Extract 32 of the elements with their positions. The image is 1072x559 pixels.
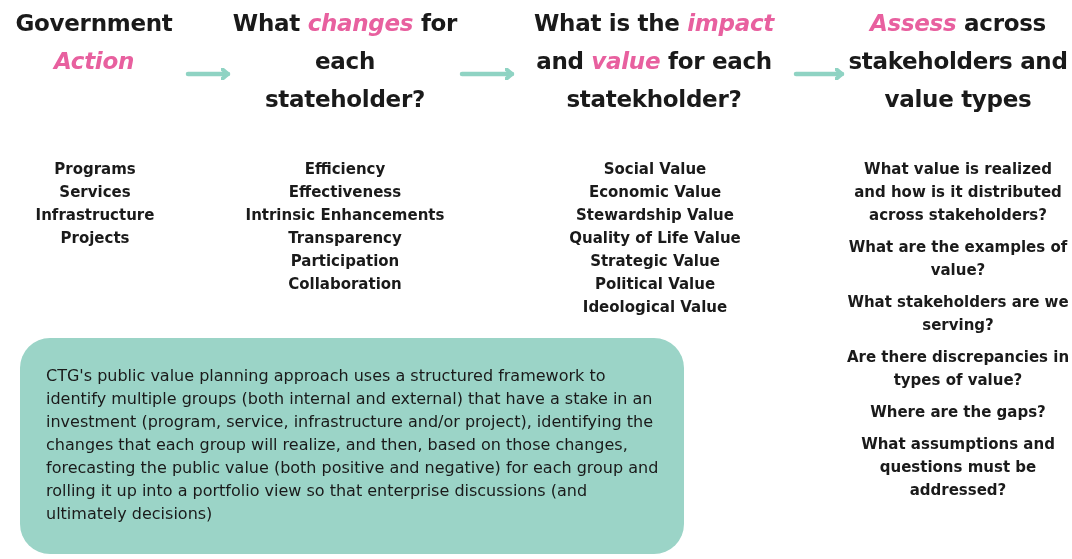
description-panel — [20, 338, 684, 554]
list-item: Quality of Life Value — [568, 228, 742, 249]
list-item: Intrinsic Enhancements — [244, 205, 446, 226]
step-heading: What is the impact and value for each statekholder? — [516, 4, 792, 118]
description-text: CTG's public value planning approach uses a structured framework to identify multiple groups (both internal and external) that have a stake in an investment (program, service, infrastructure and/or project), identifying the changes that each group will realize, and then, based on those changes, forecasting the public value (both positive and negative) for each group and rolling it up into a portfolio view so that enterprise discussions (and ultimately decisions) — [46, 365, 660, 525]
list-item: Transparency — [287, 228, 403, 249]
question-text: Are there discrepancies in types of value? — [846, 347, 1070, 391]
list-item: Strategic Value — [589, 251, 721, 272]
list-item: Projects — [59, 228, 131, 249]
list-item: Political Value — [593, 274, 717, 295]
list-item: Services — [58, 182, 132, 203]
list-item: Economic Value — [587, 182, 723, 203]
list-item: Effectiveness — [287, 182, 403, 203]
question-text: What are the examples of value? — [847, 237, 1069, 281]
question-text: Where are the gaps? — [869, 402, 1047, 423]
arrow — [185, 67, 231, 81]
list-item: Collaboration — [287, 274, 403, 295]
arrow — [793, 67, 845, 81]
list-item: Programs — [53, 159, 137, 180]
question-text: What assumptions and questions must be addressed? — [860, 434, 1056, 501]
question-text: What value is realized and how is it distributed across stakeholders? — [853, 159, 1063, 226]
list-item: Social Value — [602, 159, 708, 180]
step-heading: What changes for each stateholder? — [232, 4, 458, 118]
list-item: Efficiency — [303, 159, 387, 180]
list-item: Participation — [289, 251, 401, 272]
list-item: Stewardship Value — [575, 205, 735, 226]
arrow — [459, 67, 515, 81]
step-heading: Government Action — [4, 4, 184, 80]
list-item: Ideological Value — [581, 297, 729, 318]
list-item: Infrastructure — [34, 205, 156, 226]
question-text: What stakeholders are we serving? — [846, 292, 1070, 336]
step-heading: Assess across stakeholders and value types — [846, 4, 1070, 118]
